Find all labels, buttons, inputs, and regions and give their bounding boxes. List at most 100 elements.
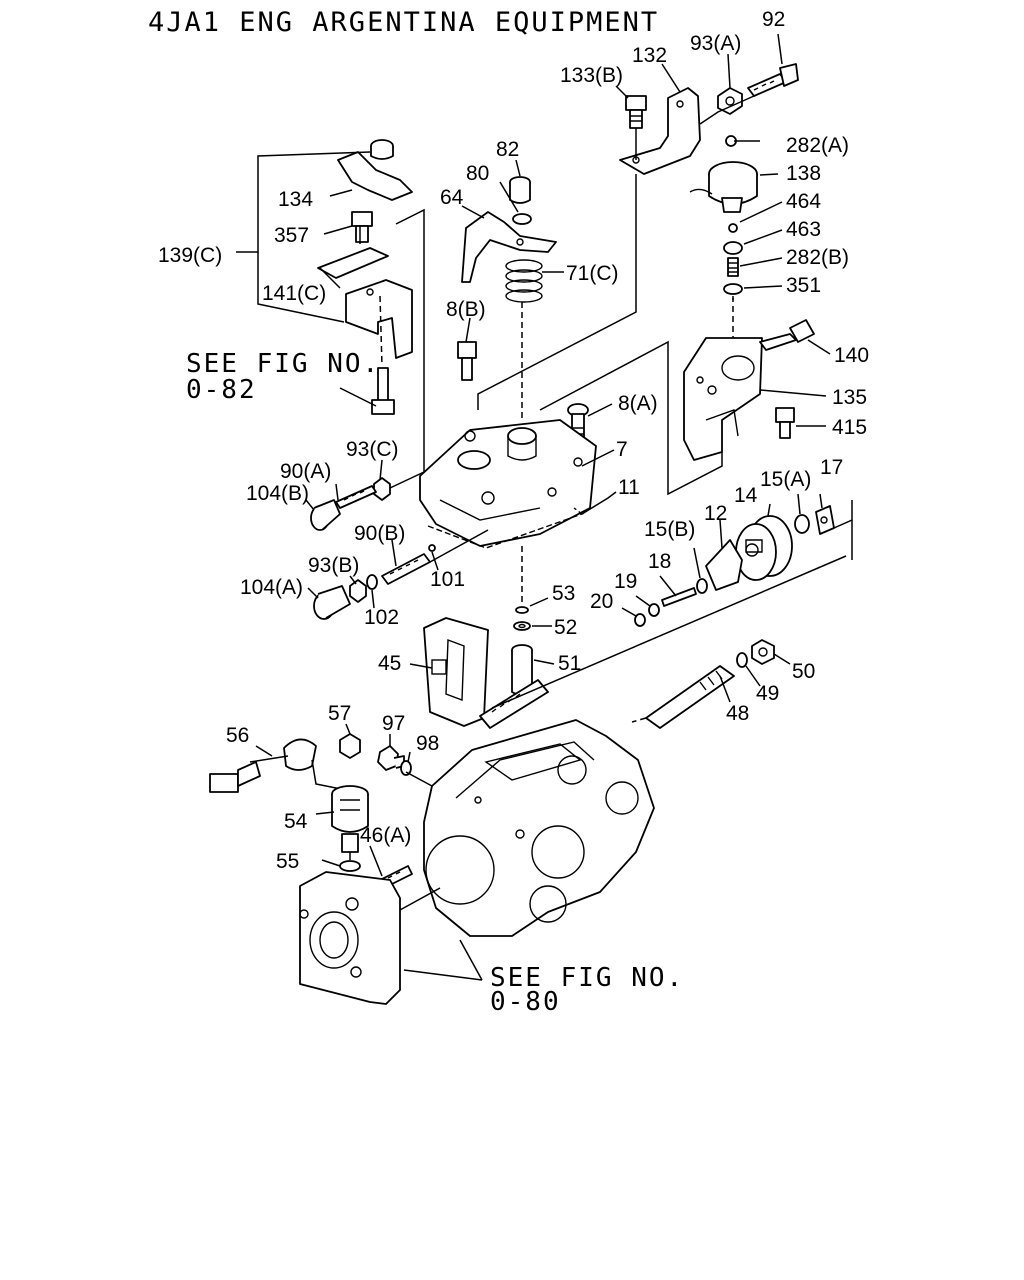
callout-104b: 104(B) [246, 482, 309, 505]
part-415-bolt [775, 407, 795, 439]
callout-102: 102 [364, 606, 399, 629]
part-fig82-bolt [371, 367, 395, 415]
callout-93b: 93(B) [308, 554, 359, 577]
fig82-ref-line2: 0-82 [186, 375, 257, 405]
part-357-bolt [351, 211, 373, 243]
part-133b-bolt [625, 95, 647, 129]
part-drawings [209, 63, 835, 1005]
part-82-nut [509, 176, 531, 204]
part-71c-spring [505, 259, 543, 303]
callout-139c: 139(C) [158, 244, 222, 267]
callout-140: 140 [834, 344, 869, 367]
part-104a-cap [313, 585, 351, 620]
callout-415: 415 [832, 416, 867, 439]
callout-93c: 93(C) [346, 438, 399, 461]
callout-463: 463 [786, 218, 821, 241]
part-15b-washer [696, 578, 708, 594]
callout-55: 55 [276, 850, 299, 873]
part-97-bolt [377, 745, 405, 771]
callout-134: 134 [278, 188, 313, 211]
callout-135: 135 [832, 386, 867, 409]
callout-45: 45 [378, 652, 401, 675]
part-pump-housing [423, 719, 655, 937]
callout-97: 97 [382, 712, 405, 735]
callout-54: 54 [284, 810, 308, 833]
part-19-washer [648, 603, 660, 617]
callout-15a: 15(A) [760, 468, 811, 491]
part-132-bracket [619, 87, 701, 175]
callout-282b: 282(B) [786, 246, 849, 269]
callout-282a: 282(A) [786, 134, 849, 157]
part-55-ring [339, 860, 361, 872]
callout-8a: 8(A) [618, 392, 658, 415]
callout-71c: 71(C) [566, 262, 619, 285]
part-18-shaft [661, 587, 697, 607]
callout-133b: 133(B) [560, 64, 623, 87]
part-52-washer [513, 621, 531, 631]
callout-104a: 104(A) [240, 576, 303, 599]
part-49-washer [736, 652, 748, 668]
part-90a-screw [335, 485, 377, 509]
part-80-washer [512, 213, 532, 225]
part-50-nut [751, 639, 775, 665]
callout-357: 357 [274, 224, 309, 247]
callout-15b: 15(B) [644, 518, 695, 541]
part-464-463-282b-351-stack [723, 223, 743, 295]
callout-141c: 141(C) [262, 282, 326, 305]
part-51-valve [511, 644, 533, 696]
callout-19: 19 [614, 570, 637, 593]
callout-46a: 46(A) [360, 824, 411, 847]
callout-49: 49 [756, 682, 779, 705]
figure-reference-080: SEE FIG NO. 0-80 [490, 963, 684, 1017]
part-135-bracket [683, 337, 763, 461]
callout-20: 20 [590, 590, 613, 613]
callout-labels: 92 93(A) 132 133(B) 282(A) 138 464 463 2… [158, 8, 869, 873]
part-57-nut [339, 733, 361, 759]
callout-11: 11 [618, 476, 640, 499]
part-56-sensor-lead [209, 738, 347, 793]
callout-351: 351 [786, 274, 821, 297]
part-64-lever [461, 211, 557, 283]
fig80-ref-line1: SEE FIG NO. [490, 963, 684, 993]
part-45-plate [423, 617, 489, 727]
callout-132: 132 [632, 44, 667, 67]
callout-17: 17 [820, 456, 843, 479]
part-140-bolt [759, 319, 815, 351]
part-141c-plate [317, 247, 389, 279]
part-138-actuator [689, 161, 758, 213]
callout-64: 64 [440, 186, 464, 209]
part-8b-bolt [457, 341, 477, 381]
part-7-cover [419, 419, 597, 547]
part-11-gasket [427, 507, 584, 549]
part-93c-nut [373, 477, 391, 501]
callout-92: 92 [762, 8, 785, 31]
fig80-ref-line2: 0-80 [490, 987, 561, 1017]
callout-48: 48 [726, 702, 749, 725]
part-104b-cap [310, 499, 341, 531]
part-53-ring [515, 606, 529, 614]
callout-7: 7 [616, 438, 628, 461]
leader-lines [236, 33, 853, 981]
part-92-bolt [747, 63, 799, 97]
part-282a-screw [725, 135, 760, 147]
callout-93a: 93(A) [690, 32, 741, 55]
part-102-washer [366, 574, 378, 590]
part-54-solenoid [331, 785, 369, 853]
callout-464: 464 [786, 190, 821, 213]
part-98-washer [400, 760, 412, 776]
callout-8b: 8(B) [446, 298, 486, 321]
part-134-bracket [337, 139, 413, 201]
part-pump-flange [299, 871, 401, 1005]
callout-90b: 90(B) [354, 522, 405, 545]
part-14-gear [735, 515, 793, 581]
callout-18: 18 [648, 550, 671, 573]
callout-52: 52 [554, 616, 577, 639]
part-15a-washer [794, 514, 810, 534]
callout-57: 57 [328, 702, 351, 725]
callout-12: 12 [704, 502, 727, 525]
part-90b-screw [381, 553, 431, 585]
callout-101: 101 [430, 568, 465, 591]
part-17-plate [815, 505, 835, 535]
fig82-ref-line1: SEE FIG NO. [186, 349, 380, 379]
